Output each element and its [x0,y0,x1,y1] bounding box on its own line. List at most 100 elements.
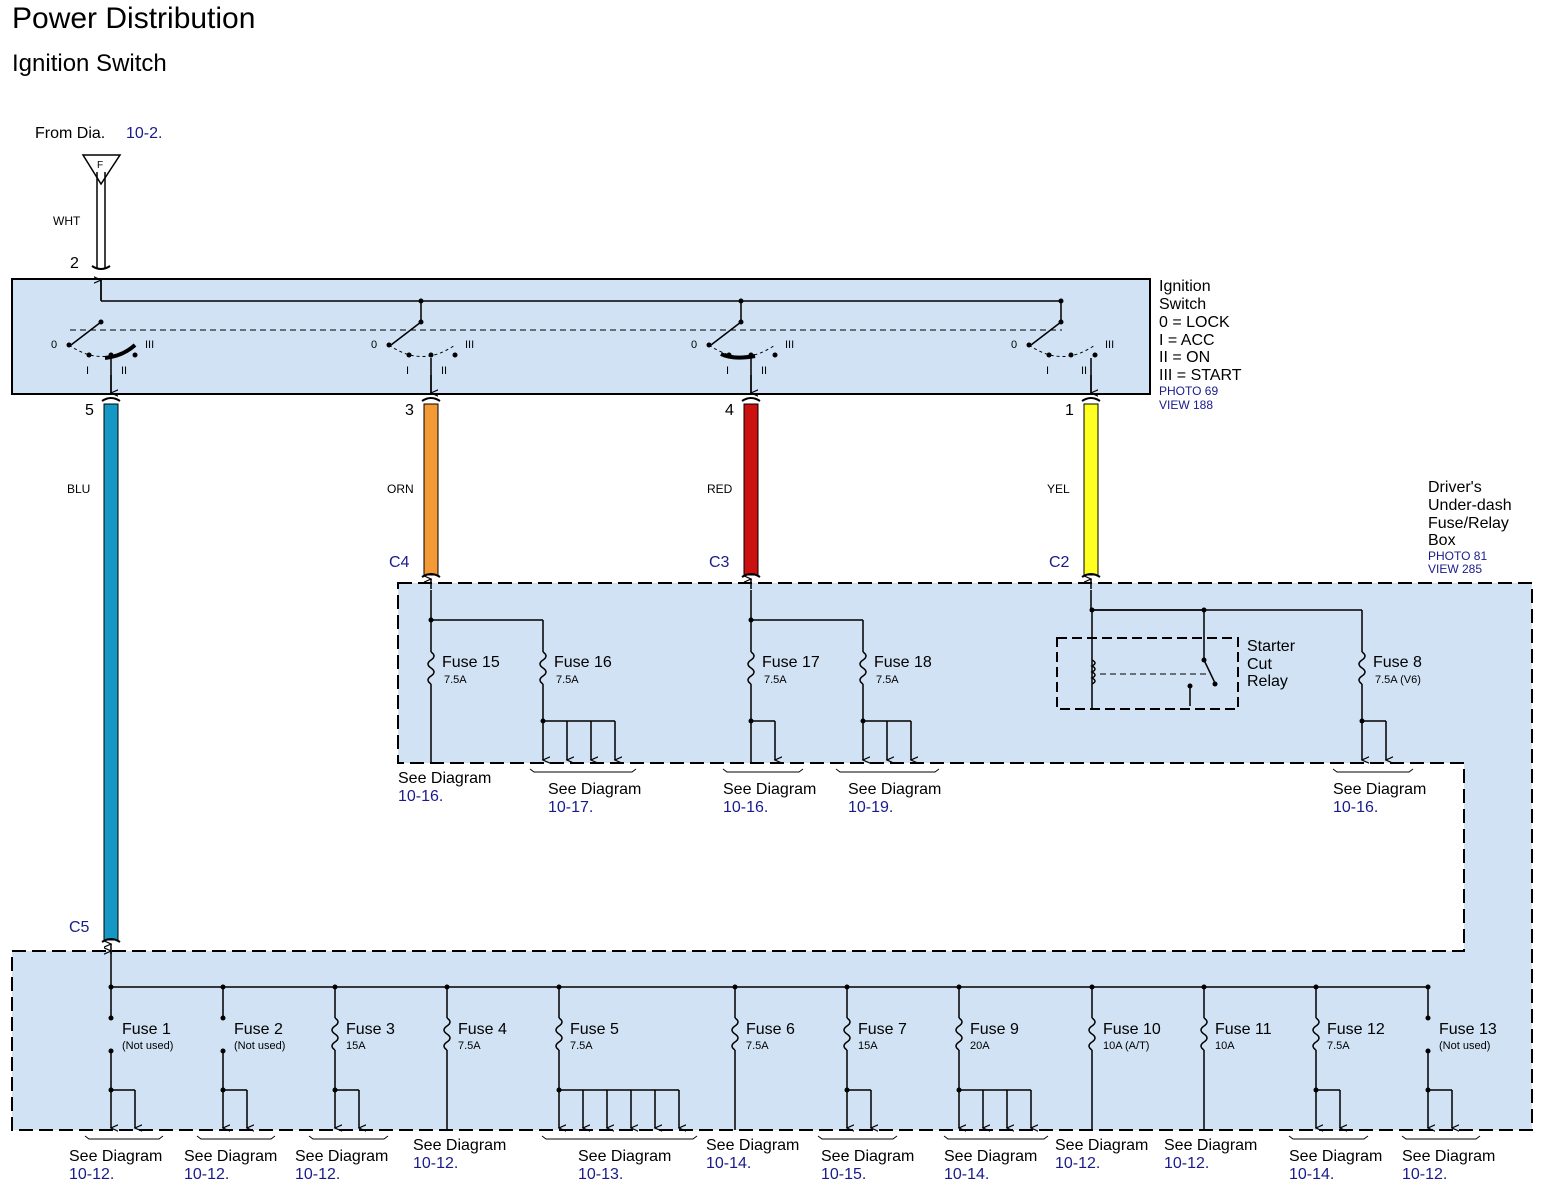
see-diagram-ref[interactable]: 10-15. [821,1166,866,1183]
ignition-name-line1: Ignition [1159,278,1211,295]
fuse-name: Fuse 5 [570,1021,619,1038]
fuse-rating: 15A [858,1040,878,1052]
fusebox-line3: Fuse/Relay [1428,515,1509,532]
fuse-name: Fuse 8 [1373,654,1422,671]
wire-red [743,403,759,576]
see-diagram-ref[interactable]: 10-12. [413,1155,458,1172]
fuse-name: Fuse 2 [234,1021,283,1038]
fuse-rating: (Not used) [234,1040,285,1052]
fuse-rating: 7.5A [876,674,899,686]
ref-bracket [1288,1135,1369,1140]
ref-bracket [943,1135,1049,1140]
contact-arc [1028,344,1096,357]
open-fuse-end [220,1015,226,1021]
see-diagram-ref[interactable]: 10-13. [578,1166,623,1183]
contact-dot [406,352,412,358]
switch-blade [70,321,102,346]
see-diagram-label: See Diagram [548,781,641,798]
ref-bracket [1332,768,1414,773]
fuse-rating: 10A (A/T) [1103,1040,1149,1052]
see-diagram-ref[interactable]: 10-16. [1333,799,1378,816]
connector-mark-bottom [101,938,121,943]
contact-label-0: 0 [51,339,57,351]
fuse-symbol [555,1017,563,1051]
see-diagram-ref[interactable]: 10-16. [398,788,443,805]
upper-fuse-box [12,583,1532,1130]
source-label: From Dia. [35,125,105,142]
contact-dot [428,352,434,358]
fuse-rating: (Not used) [122,1040,173,1052]
see-diagram-ref[interactable]: 10-12. [1164,1155,1209,1172]
switch-blade [710,321,742,346]
fuse-symbol [1312,1017,1320,1051]
relay-label-line3: Relay [1247,673,1288,690]
see-diagram-label: See Diagram [578,1148,671,1165]
output-connector-label: C2 [1049,554,1070,571]
source-pin-letter: F [97,160,103,171]
contact-dot [1068,352,1074,358]
fuse-symbol [443,1017,451,1051]
see-diagram-ref[interactable]: 10-12. [69,1166,114,1183]
ignition-view[interactable]: VIEW 188 [1159,398,1213,412]
page-subtitle: Ignition Switch [12,50,167,77]
ignition-photo[interactable]: PHOTO 69 [1159,384,1218,398]
contact-bar [104,343,137,360]
ref-bracket [308,1135,389,1140]
fuse-rating: 7.5A [746,1040,769,1052]
see-diagram-label: See Diagram [1333,781,1426,798]
fuse-symbol [731,1017,739,1051]
contact-bar [720,352,756,360]
fuse-rating: 7.5A (V6) [1375,674,1421,686]
fusebox-photo[interactable]: PHOTO 81 [1428,549,1487,563]
see-diagram-label: See Diagram [413,1137,506,1154]
ref-bracket [1401,1135,1481,1140]
contact-label-0: 0 [691,339,697,351]
see-diagram-ref[interactable]: 10-19. [848,799,893,816]
output-connector-label: C4 [389,554,410,571]
contact-dot [86,352,92,358]
see-diagram-ref[interactable]: 10-14. [1289,1166,1334,1183]
fusebox-view[interactable]: VIEW 285 [1428,562,1482,576]
page-title: Power Distribution [12,2,256,35]
output-pin-number: 5 [85,402,94,419]
fuse-symbol [1088,1017,1096,1051]
see-diagram-ref[interactable]: 10-12. [295,1166,340,1183]
fuse-name: Fuse 16 [554,654,612,671]
ref-bracket [817,1135,898,1140]
fuse-symbol [331,1017,339,1051]
source-pin-number: 2 [70,255,79,272]
ref-bracket [835,768,940,773]
connector-mark-top [421,397,441,402]
fuse-name: Fuse 17 [762,654,820,671]
output-wire-color: YEL [1047,482,1070,496]
lower-fuse-row: Fuse 1(Not used)Fuse 2(Not used)Fuse 315… [109,951,1497,1130]
ignition-position-acc: I = ACC [1159,332,1215,349]
see-diagram-ref[interactable]: 10-12. [1055,1155,1100,1172]
fuse-name: Fuse 4 [458,1021,507,1038]
contact-label-3: III [145,339,154,351]
see-diagram-label: See Diagram [1289,1148,1382,1165]
connector-mark-bottom [741,573,761,578]
contact-dot [772,352,778,358]
ignition-name-line2: Switch [1159,296,1206,313]
fuse-name: Fuse 15 [442,654,500,671]
see-diagram-label: See Diagram [944,1148,1037,1165]
see-diagram-ref[interactable]: 10-14. [706,1155,751,1172]
bus-junction [1058,298,1064,304]
see-diagram-ref[interactable]: 10-17. [548,799,593,816]
ref-bracket [196,1135,276,1140]
fusebox-line2: Under-dash [1428,497,1512,514]
fuse-rating: 7.5A [570,1040,593,1052]
relay-label-line1: Starter [1247,638,1296,655]
see-diagram-ref[interactable]: 10-12. [184,1166,229,1183]
contact-arc [708,344,776,357]
fuse-rating: 15A [346,1040,366,1052]
junction-dot [1089,607,1095,613]
source-ref[interactable]: 10-2. [126,125,162,142]
see-diagram-ref[interactable]: 10-12. [1402,1166,1447,1183]
see-diagram-ref[interactable]: 10-14. [944,1166,989,1183]
see-diagram-ref[interactable]: 10-16. [723,799,768,816]
